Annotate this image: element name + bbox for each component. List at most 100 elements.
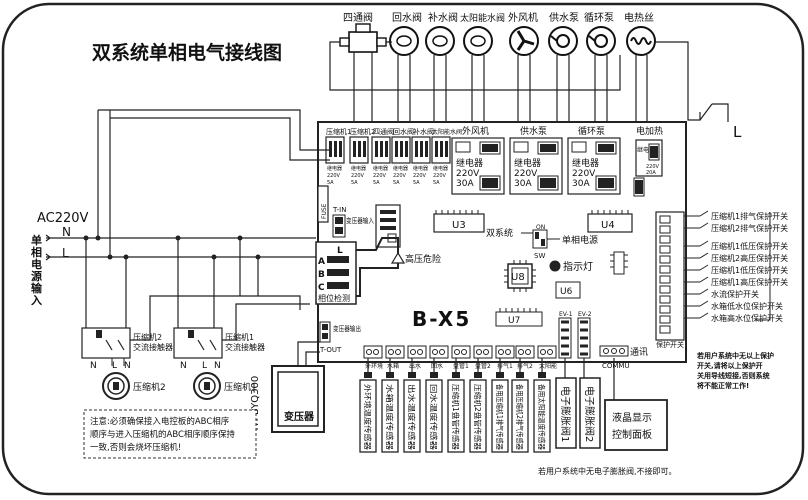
power-input-label: 单 [31,233,42,247]
protection-switch: 水箱低水位保护开关 [684,300,783,311]
big-relay-line: 30A [572,179,590,189]
diagram-title: 双系统单相电气接线图 [92,41,282,64]
protection-switch-label: 压缩机1高压保护开关 [711,277,788,287]
protection-switch-label: 水流保护开关 [711,289,759,299]
power-input-label: 输 [31,281,43,295]
device-wires [329,41,713,132]
indicator-light-icon [549,260,561,272]
big-relay-line: 30A [456,179,474,189]
sensor-terminal: 盘管2 [473,345,493,370]
sensor-label: 备用压缩机2排气传感器 [515,384,525,450]
phase-b: B [318,270,325,280]
sensor-icon [408,372,416,378]
dip-on-label: ON [536,224,545,231]
sensor-icon [452,372,460,378]
sensor-icon [430,372,438,378]
protect-pin [659,245,671,254]
protect-pin [659,215,671,224]
sensor-terminal: 太阳能 [537,345,557,370]
device-label: 供水泵 [549,11,579,24]
protect-pin [659,225,671,234]
t-out-note: 变压器输出 [333,324,361,333]
device-four-way-valve: 四通阀 [339,11,387,53]
ev-box-1 [555,377,577,449]
l-terminal-label: L [733,123,742,141]
temperature-sensor: 回水温度传感器 [425,358,443,453]
sensor-label: 压缩机2盘管传感器 [473,384,483,450]
chip-u3 [433,213,485,233]
small-relay-line: 220V [327,173,341,179]
temperature-sensor: 出水温度传感器 [403,358,421,453]
sensor-terminal-label: 回水 [431,362,443,370]
protection-switch: 水箱高水位保护开关 [684,312,783,323]
protection-switch-label: 压缩机1排气保护开关 [711,211,788,221]
sensor-terminal-label: 排气2 [517,362,533,370]
fuse-label: FUSE [321,203,328,219]
small-relay-line: 继电器 [373,165,388,172]
temperature-sensors: 外环境温度传感器水箱温度传感器出水温度传感器回水温度传感器压缩机1盘管传感器压缩… [359,358,551,453]
sensor-icon [364,372,372,378]
sensor-terminal-label: 排气1 [497,362,513,370]
device-circulation-pump: 循环泵 [584,11,616,56]
relay-header: 四通阀 [373,127,394,136]
switch-icon [699,288,709,295]
ev-box-1-label: 电子膨胀阀1 [559,386,572,442]
sw-label: SW [534,252,545,260]
protection-switch-label: 水箱高水位保护开关 [711,313,783,323]
device-label: 外风机 [508,11,538,24]
protect-pin [659,275,671,284]
contactor-1: 压缩机1 交流接触器 N L N 压缩机1 [173,327,265,400]
transformer-model: YH-BYQ300 [250,376,261,433]
protect-pin [659,295,671,304]
big-relay-line: 继电器 [456,157,483,169]
power-n-label: N [62,225,71,239]
switch-icon [699,264,709,271]
protection-switch: 压缩机1低压保护开关 [684,240,788,251]
device-solar-valve: 太阳能水阀 [460,12,505,56]
chip-u7 [495,311,543,327]
danger-icon [390,251,406,264]
t-in-label: T-IN [332,206,346,214]
lcd-label: 液晶显示 [612,411,652,424]
temperature-sensor: 压缩机1盘管传感器 [447,358,465,453]
sensor-terminal: 排气2 [515,345,535,370]
heater-relay-line: 继电 [637,146,649,154]
protection-switch: 压缩机2高压保护开关 [684,252,788,263]
phase-block: L A B C 相位检测 高压危险 [315,237,441,305]
big-relay-line: 继电器 [514,157,541,169]
protection-switch-list: 压缩机1排气保护开关压缩机2排气保护开关压缩机1低压保护开关压缩机2高压保护开关… [684,210,788,323]
sensor-label: 出水温度传感器 [407,384,417,451]
sensor-icon [538,372,546,378]
pump-icon [586,26,616,56]
lcd-panel [604,399,668,451]
lcd-label: 控制面板 [612,428,652,441]
sensor-terminal: 盘管1 [451,345,471,370]
contactor-terminal: N [214,361,221,371]
protection-switch: 压缩机1排气保护开关 [684,210,788,221]
dual-system-label: 双系统 [486,227,513,239]
small-relay-line: 继电器 [413,165,428,172]
ev-box-2-label: 电子膨胀阀2 [583,386,596,442]
switch-icon [699,210,709,217]
contactor-terminal: N [90,361,97,371]
warning-note-box [83,409,257,459]
heater-relay: 电加热 继电 220V 20A [633,125,663,197]
small-relay-line: 5A [393,180,400,186]
ev-boxes: 电子膨胀阀1 电子膨胀阀2 [555,358,601,449]
relay-header: 回水阀 [393,127,414,136]
protect-pin [659,315,671,324]
relay-header: 太阳能水阀 [432,128,462,136]
contactor-terminal: N [180,361,187,371]
protect-pin [659,255,671,264]
sensor-label: 备用太阳能温度传感器 [537,384,547,450]
contactor-2: 压缩机2 交流接触器 N L N 压缩机2 [81,327,173,400]
sensor-label: 外环境温度传感器 [363,384,373,451]
sensor-icon [496,372,504,378]
small-relay-line: 继电器 [393,165,408,172]
big-relay-line: 220V [456,169,480,179]
